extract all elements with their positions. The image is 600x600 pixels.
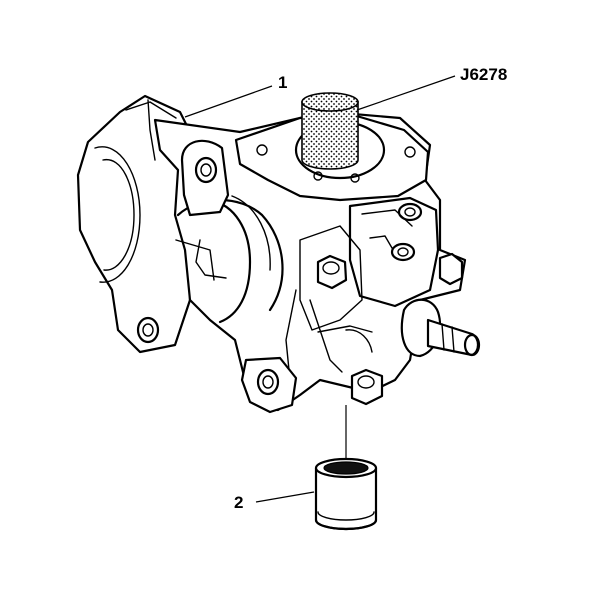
input-shaft: [400, 298, 481, 358]
steering-gear-housing: [76, 94, 481, 414]
callout-tool: J6278: [460, 65, 507, 84]
bolt-hole-lower: [256, 368, 280, 396]
leader-tool: [356, 75, 456, 111]
leader-item1: [184, 85, 273, 118]
bolt-hole-top: [194, 156, 218, 184]
return-port: [390, 242, 416, 262]
pressure-port: [397, 202, 423, 222]
valve-housing: [348, 196, 440, 308]
callout-item1: 1: [278, 73, 287, 92]
mounting-ear-top: [180, 139, 230, 217]
needle-bearing: [314, 405, 378, 531]
tool-j6278: [301, 92, 359, 170]
bolt-lower: [350, 368, 384, 406]
bolt-right: [438, 252, 464, 286]
leader-item2: [255, 491, 315, 503]
callout-item2: 2: [234, 493, 243, 512]
mounting-ear-lower: [240, 356, 298, 414]
bolt-upper: [316, 254, 348, 290]
bolt-hole-lower-left: [136, 316, 160, 344]
